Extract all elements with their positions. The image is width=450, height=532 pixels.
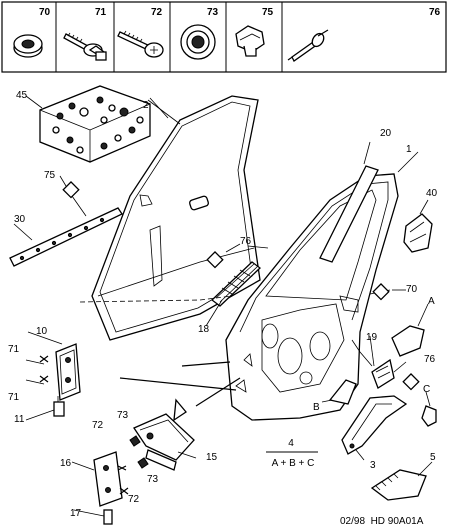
- callout-71-upper: 71: [8, 344, 20, 355]
- callout-16: 16: [60, 458, 72, 469]
- callout-19: 19: [366, 332, 378, 343]
- hardware-ref-76: 76: [429, 7, 441, 18]
- callout-71-lower: 71: [8, 392, 20, 403]
- callout-73-upper: 73: [117, 410, 129, 421]
- screw-icon: [117, 30, 164, 58]
- door-trim-3: [341, 395, 408, 461]
- seal-strip-18: [210, 261, 262, 307]
- callout-2: 2: [143, 100, 149, 111]
- hardware-row: 70 71 72 73 75 76: [1, 1, 447, 73]
- leader-lines: [25, 97, 420, 517]
- rivet-nut-icon: [13, 34, 43, 58]
- formula-text: A + B + C: [272, 458, 315, 469]
- callout-10: 10: [36, 326, 48, 337]
- fastener-kit-45: [25, 85, 151, 163]
- springs-73: [129, 435, 149, 469]
- cover-panel-C: [421, 391, 437, 427]
- door-frame-1: [225, 173, 399, 421]
- hardware-ref-72: 72: [151, 7, 163, 18]
- door-check-15: [133, 398, 195, 471]
- hinge-bolt-11: [53, 396, 65, 417]
- callout-17: 17: [70, 508, 82, 519]
- callout-76-upper: 76: [240, 236, 252, 247]
- grommet-icon: [180, 24, 216, 60]
- hardware-ref-71: 71: [95, 7, 107, 18]
- formula-number: 4: [288, 438, 294, 449]
- callout-C: C: [423, 384, 430, 395]
- callout-72-upper: 72: [92, 420, 104, 431]
- callout-5: 5: [430, 452, 436, 463]
- assembly-formula: 4 A + B + C: [266, 438, 318, 469]
- cover-panel-B: [321, 379, 357, 405]
- callout-72-lower: 72: [128, 494, 140, 505]
- callout-75: 75: [44, 170, 56, 181]
- callout-45: 45: [16, 90, 28, 101]
- callout-1: 1: [406, 144, 412, 155]
- upper-hinge-10: [25, 343, 81, 401]
- callout-B: B: [313, 402, 320, 413]
- moulding-strip-30: [9, 207, 123, 267]
- clip-icon: [235, 25, 265, 57]
- callout-18: 18: [198, 324, 210, 335]
- lower-hinge-16: [93, 451, 129, 507]
- hardware-ref-70: 70: [39, 7, 51, 18]
- mirror-bracket-40: [403, 199, 433, 253]
- pin-17: [103, 509, 113, 525]
- push-rivet-icon: [287, 29, 329, 62]
- callout-15: 15: [206, 452, 218, 463]
- cover-panel-A: [391, 303, 429, 357]
- callout-40: 40: [426, 188, 438, 199]
- hardware-ref-73: 73: [207, 7, 219, 18]
- callout-76-right: 76: [424, 354, 436, 365]
- window-regulator-19: [351, 339, 395, 389]
- callout-3: 3: [370, 460, 376, 471]
- callout-30: 30: [14, 214, 26, 225]
- callout-11: 11: [14, 414, 25, 425]
- door-outer-skin-2: [91, 95, 261, 341]
- callout-73-lower: 73: [147, 474, 159, 485]
- glass-channel-20: [319, 141, 379, 263]
- pocket-mat-5: [370, 461, 433, 501]
- drawing-reference-footer: 02/98 HD 90A01A: [340, 516, 424, 527]
- flange-bolt-icon: [63, 32, 107, 61]
- callout-70: 70: [406, 284, 418, 295]
- callout-A: A: [428, 296, 435, 307]
- hardware-ref-75: 75: [262, 7, 274, 18]
- callout-20: 20: [380, 128, 392, 139]
